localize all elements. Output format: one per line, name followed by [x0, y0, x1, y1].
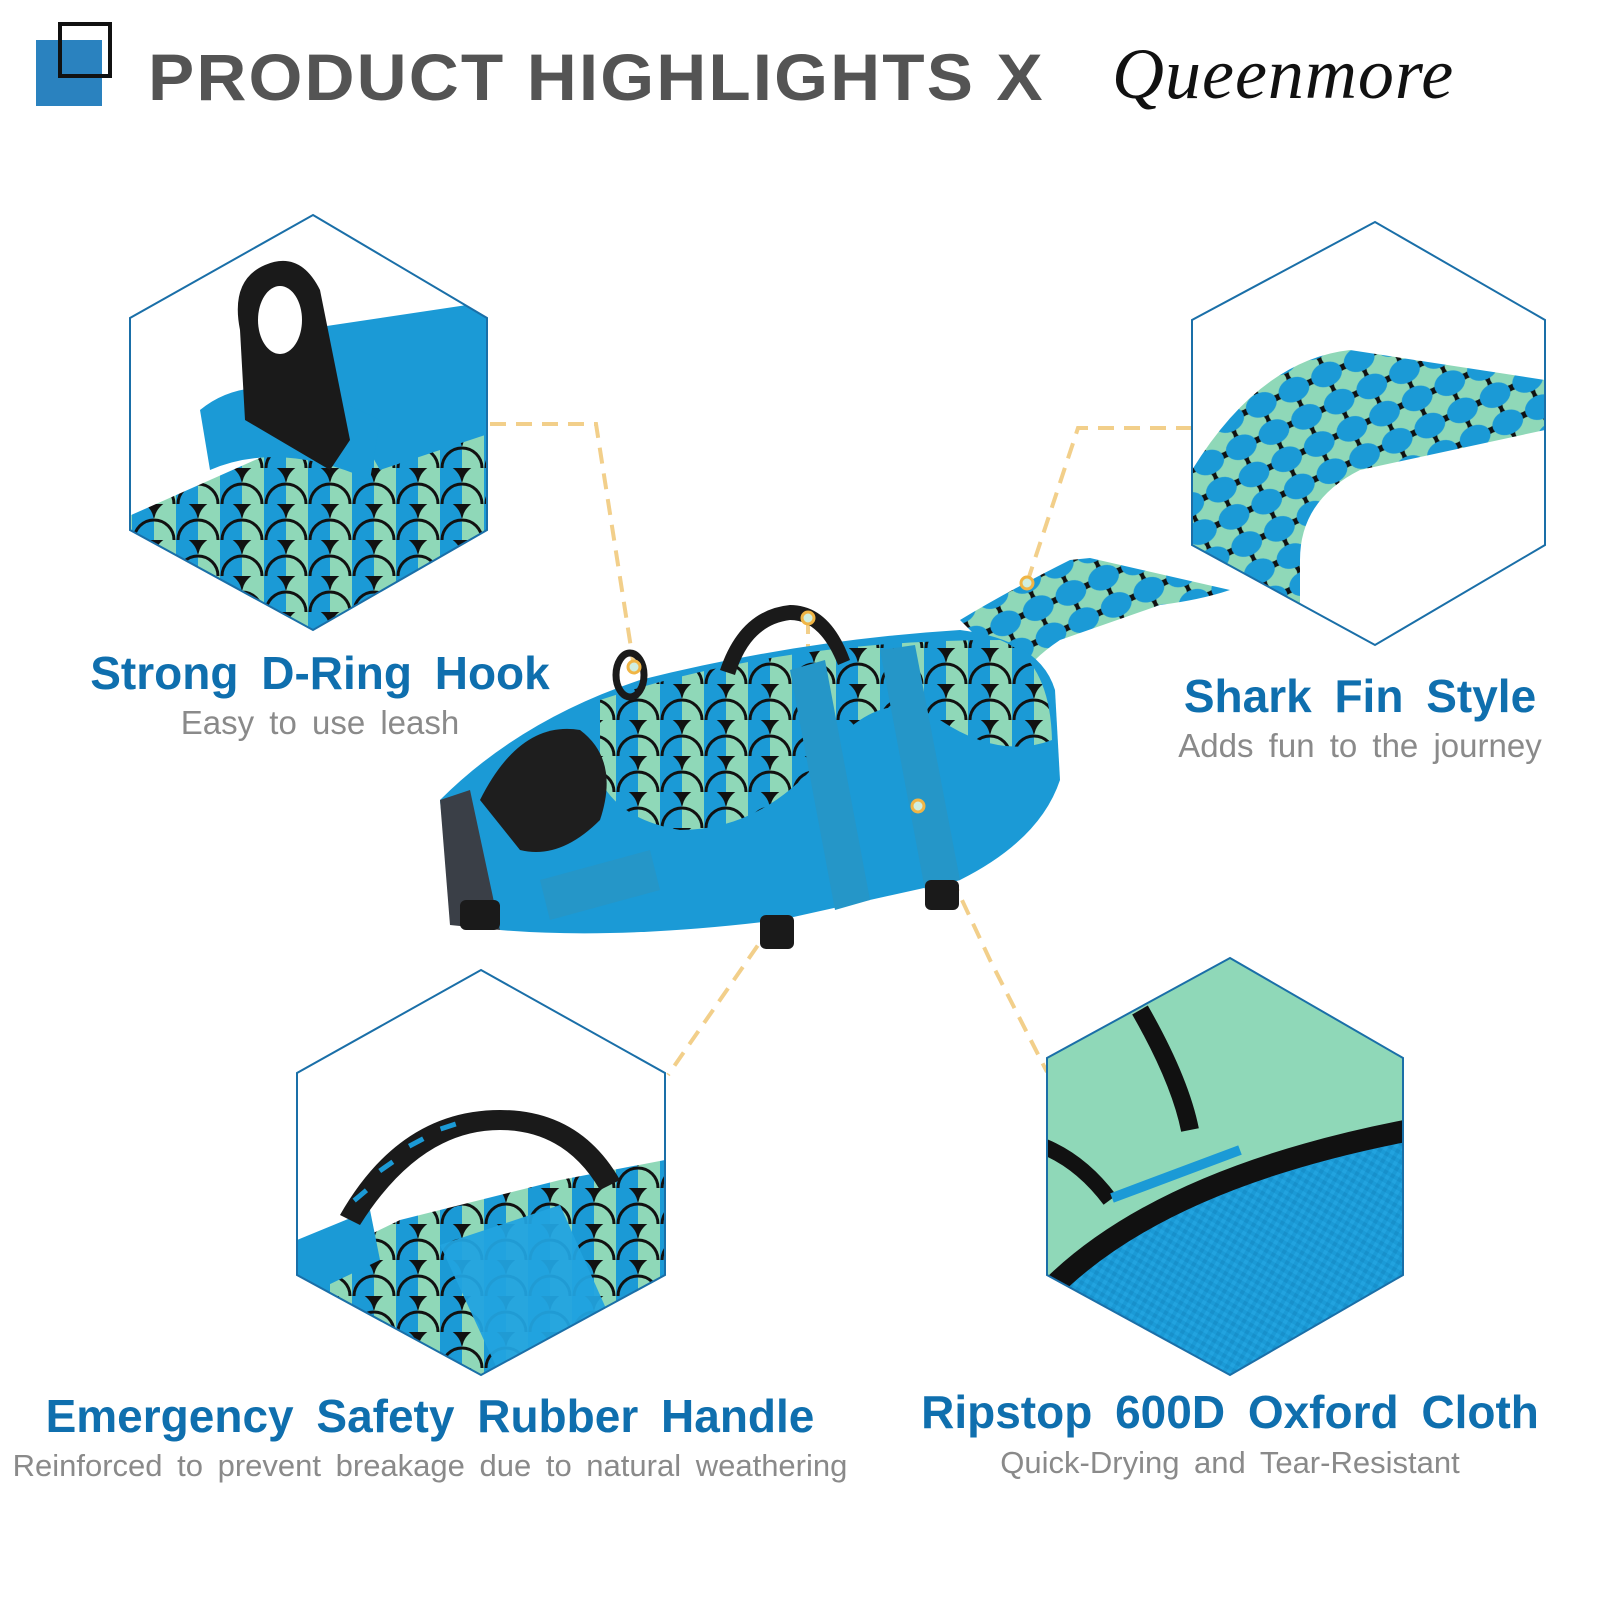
hexagon-frame-3: [296, 968, 666, 1377]
logo-outline-square: [58, 22, 112, 78]
page-title: PRODUCT HIGHLIGHTS X: [148, 40, 1045, 114]
shark-fin-closeup: [1192, 222, 1545, 645]
connector-fin: [1025, 426, 1192, 584]
feature-title: Ripstop 600D Oxford Cloth: [921, 1386, 1539, 1438]
feature-shark-fin: Shark Fin Style Adds fun to the journey: [1150, 668, 1570, 768]
dot-d-ring: [626, 659, 642, 675]
dot-fin: [1019, 575, 1035, 591]
brand-logo: Queenmore: [1112, 34, 1455, 114]
hexagon-frame-2: [1191, 220, 1546, 647]
feature-subtitle: Adds fun to the journey: [1178, 727, 1542, 764]
feature-title: Shark Fin Style: [1183, 670, 1537, 722]
feature-oxford-cloth: Ripstop 600D Oxford Cloth Quick-Drying a…: [880, 1384, 1580, 1486]
hexagon-frame-1: [129, 213, 488, 632]
hexagon-frame-4: [1046, 956, 1404, 1377]
dot-cloth: [910, 798, 926, 814]
feature-subtitle: Easy to use leash: [180, 704, 460, 741]
feature-subtitle: Reinforced to prevent breakage due to na…: [12, 1448, 848, 1483]
feature-title: Strong D-Ring Hook: [90, 647, 550, 699]
connector-d-ring: [490, 422, 636, 668]
oxford-cloth-closeup: [1047, 958, 1403, 1375]
mermaid-dog-life-jacket: [440, 558, 1230, 949]
feature-title: Emergency Safety Rubber Handle: [45, 1390, 815, 1442]
dot-handle: [800, 610, 816, 626]
logo-mark-icon: [36, 22, 116, 106]
connector-dots: [626, 575, 1035, 814]
feature-rubber-handle: Emergency Safety Rubber Handle Reinforce…: [0, 1388, 860, 1488]
rubber-handle-closeup: [297, 970, 665, 1375]
feature-d-ring: Strong D-Ring Hook Easy to use leash: [40, 645, 600, 745]
feature-subtitle: Quick-Drying and Tear-Resistant: [1000, 1445, 1460, 1480]
logo-blue-square: [36, 40, 102, 106]
d-ring-hook-closeup: [130, 215, 487, 630]
